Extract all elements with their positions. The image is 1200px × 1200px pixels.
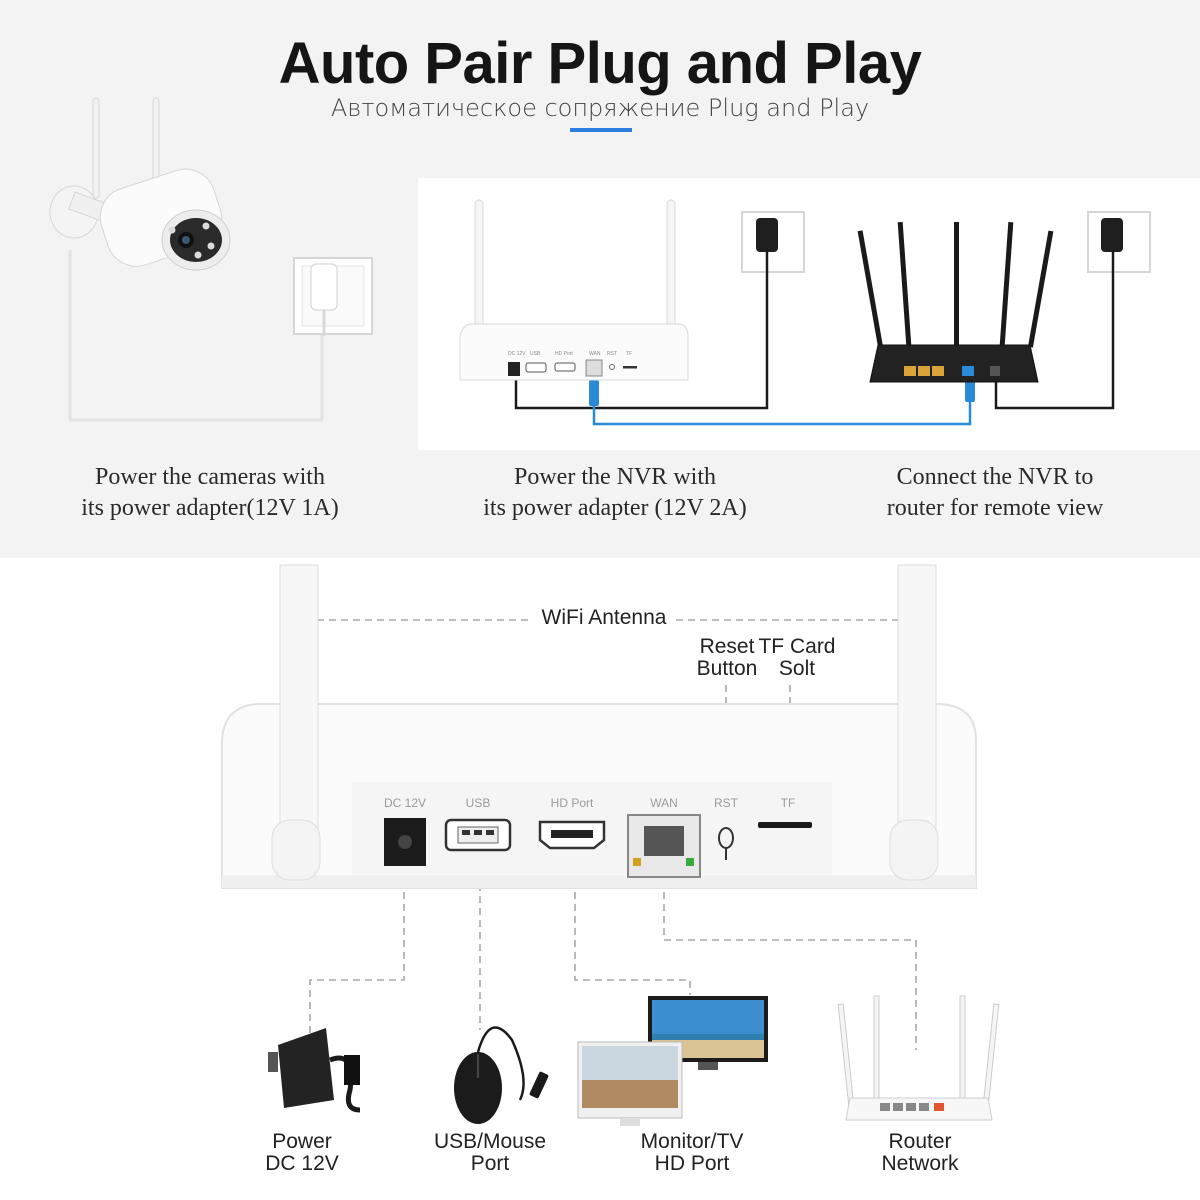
wifi-camera-icon — [49, 97, 231, 271]
page-subtitle: Автоматическое сопряжение Plug and Play — [330, 94, 870, 122]
step-caption-2: Power the NVR with its power adapter (12… — [483, 464, 747, 521]
hdmi-port-icon — [538, 820, 606, 850]
router-icon — [837, 995, 1000, 1121]
setup-illustration: DC 12V USB HD Port WAN RST TF — [49, 97, 1151, 426]
computer-monitor-icon — [577, 1041, 683, 1126]
router-icon — [857, 221, 1054, 383]
connection-diagram-panel — [418, 178, 1200, 450]
mini-port-label: TF — [626, 351, 632, 357]
tf-slot-icon — [758, 822, 812, 828]
mini-nvr-icon — [459, 199, 689, 381]
nvr-power-cable — [514, 250, 769, 410]
mini-port-label: RST — [607, 351, 617, 357]
port-label-tf: TF — [780, 796, 796, 810]
wan-port-icon — [627, 814, 701, 878]
router-power-cable — [994, 250, 1115, 410]
mini-port-label: HD Port — [555, 351, 573, 357]
title-underline — [570, 128, 632, 132]
power-adapter-icon — [268, 1028, 361, 1113]
camera-power-cable — [68, 250, 324, 422]
dc-port-icon — [384, 818, 426, 866]
reset-button-icon — [718, 827, 734, 860]
port-label-usb: USB — [465, 796, 491, 810]
mini-port-label: WAN — [589, 351, 601, 357]
antenna-icon — [889, 564, 939, 881]
wall-socket-icon — [1087, 211, 1151, 273]
accessory-label-usb: USB/Mouse Port — [433, 1130, 547, 1175]
port-label-wan: WAN — [650, 796, 678, 810]
mini-port-label: DC 12V — [508, 351, 526, 357]
step-caption-3: Connect the NVR to router for remote vie… — [886, 464, 1104, 521]
accessory-label-monitor: Monitor/TV HD Port — [640, 1130, 744, 1175]
port-label-rst: RST — [714, 796, 738, 810]
mouse-icon — [454, 1026, 549, 1124]
page-title: Auto Pair Plug and Play — [278, 31, 922, 96]
tf-card-label: TF Card Solt — [758, 635, 836, 680]
reset-button-label: Reset Button — [696, 635, 758, 680]
wifi-antenna-label: WiFi Antenna — [532, 607, 676, 629]
port-label-hd: HD Port — [550, 796, 594, 810]
step-caption-1: Power the cameras with its power adapter… — [81, 464, 339, 521]
antenna-icon — [271, 564, 321, 881]
wall-socket-icon — [741, 211, 805, 273]
camera-adapter-icon — [310, 263, 338, 336]
port-label-dc: DC 12V — [383, 796, 427, 810]
mini-port-label: USB — [530, 351, 541, 357]
accessory-label-router: Router Network — [881, 1130, 959, 1175]
usb-port-icon — [444, 818, 512, 852]
accessory-label-power: Power DC 12V — [265, 1130, 339, 1175]
